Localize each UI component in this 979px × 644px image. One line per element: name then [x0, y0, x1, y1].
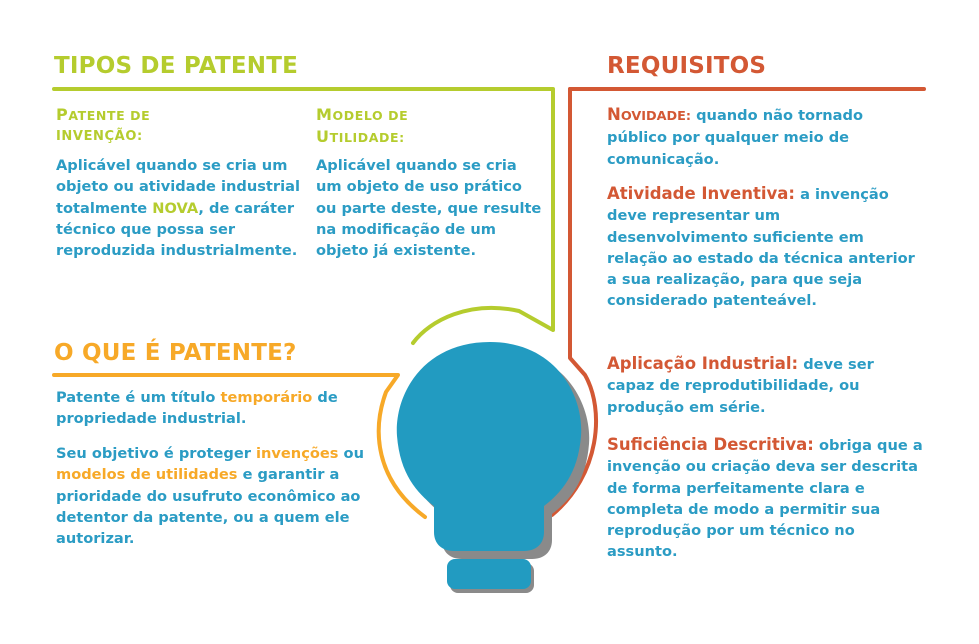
novidade-cap: N: [607, 105, 621, 124]
oque-title: O QUE É PATENTE?: [54, 340, 297, 366]
lightbulb-icon: [396, 342, 590, 593]
utilidade-text: Aplicável quando se cria um objeto de us…: [316, 157, 542, 260]
requisito-suficiencia-text: obriga que a invenção ou criação deva se…: [607, 437, 923, 561]
requisito-aplicacao-label: Aplicação Industrial:: [607, 354, 799, 373]
utilidade-heading-cap: M: [316, 105, 333, 124]
invencao-heading: PATENTE DE INVENÇÃO:: [56, 104, 296, 147]
oque-p2-highlight-2: modelos de utilidades: [56, 466, 238, 484]
invencao-text-before: Aplicável quando se cria um objeto ou at…: [56, 157, 300, 217]
invencao-highlight: NOVA: [152, 199, 199, 217]
requisito-atividade-text: a invenção deve representar um desenvolv…: [607, 186, 915, 310]
requisitos-title: REQUISITOS: [607, 53, 767, 79]
requisito-suficiencia-label: Suficiência Descritiva:: [607, 435, 814, 454]
requisito-suficiencia-descritiva: Suficiência Descritiva: obriga que a inv…: [607, 434, 925, 563]
requisito-aplicacao-text: deve ser capaz de reprodutibilidade, ou …: [607, 356, 874, 416]
tipos-title: TIPOS DE PATENTE: [54, 53, 299, 79]
invencao-heading-line2: INVENÇÃO:: [56, 129, 143, 144]
oque-p2-mid: ou: [338, 445, 364, 462]
invencao-heading-rest: ATENTE DE: [68, 108, 151, 123]
requisito-novidade-text: quando não tornado público por qualquer …: [607, 107, 863, 168]
utilidade-heading-cap2: U: [316, 127, 330, 146]
requisito-aplicacao-industrial: Aplicação Industrial: deve ser capaz de …: [607, 353, 917, 418]
novidade-rest: OVIDADE:: [620, 109, 692, 124]
utilidade-heading: MODELO DE UTILIDADE:: [316, 104, 546, 148]
requisito-atividade-inventiva: Atividade Inventiva: a invenção deve rep…: [607, 183, 925, 312]
oque-paragraph-2: Seu objetivo é proteger invenções ou mod…: [56, 443, 386, 549]
oque-p1-after: de propriedade industrial.: [56, 389, 338, 428]
oque-paragraph-1: Patente é um título temporário de propri…: [56, 387, 376, 430]
oque-p1-before: Patente é um título: [56, 389, 221, 406]
invencao-text-after: , de caráter técnico que possa ser repro…: [56, 199, 298, 260]
invencao-text: Aplicável quando se cria um objeto ou at…: [56, 155, 308, 261]
invencao-heading-cap: P: [56, 105, 69, 124]
oque-p1-highlight: temporário: [220, 389, 313, 406]
requisito-novidade: NOVIDADE: quando não tornado público por…: [607, 104, 907, 170]
utilidade-heading-rest: ODELO DE: [332, 108, 409, 123]
utilidade-heading-rest2: TILIDADE:: [329, 130, 405, 145]
green-divider-line: [52, 87, 555, 345]
orange-divider-line: [52, 373, 427, 519]
oque-p2-after: e garantir a prioridade do usufruto econ…: [56, 466, 361, 548]
oque-p2-before: Seu objetivo é proteger: [56, 445, 256, 462]
requisito-atividade-label: Atividade Inventiva:: [607, 184, 796, 203]
requisito-novidade-label: NOVIDADE:: [607, 105, 691, 124]
oque-p2-highlight-1: invenções: [256, 445, 339, 462]
